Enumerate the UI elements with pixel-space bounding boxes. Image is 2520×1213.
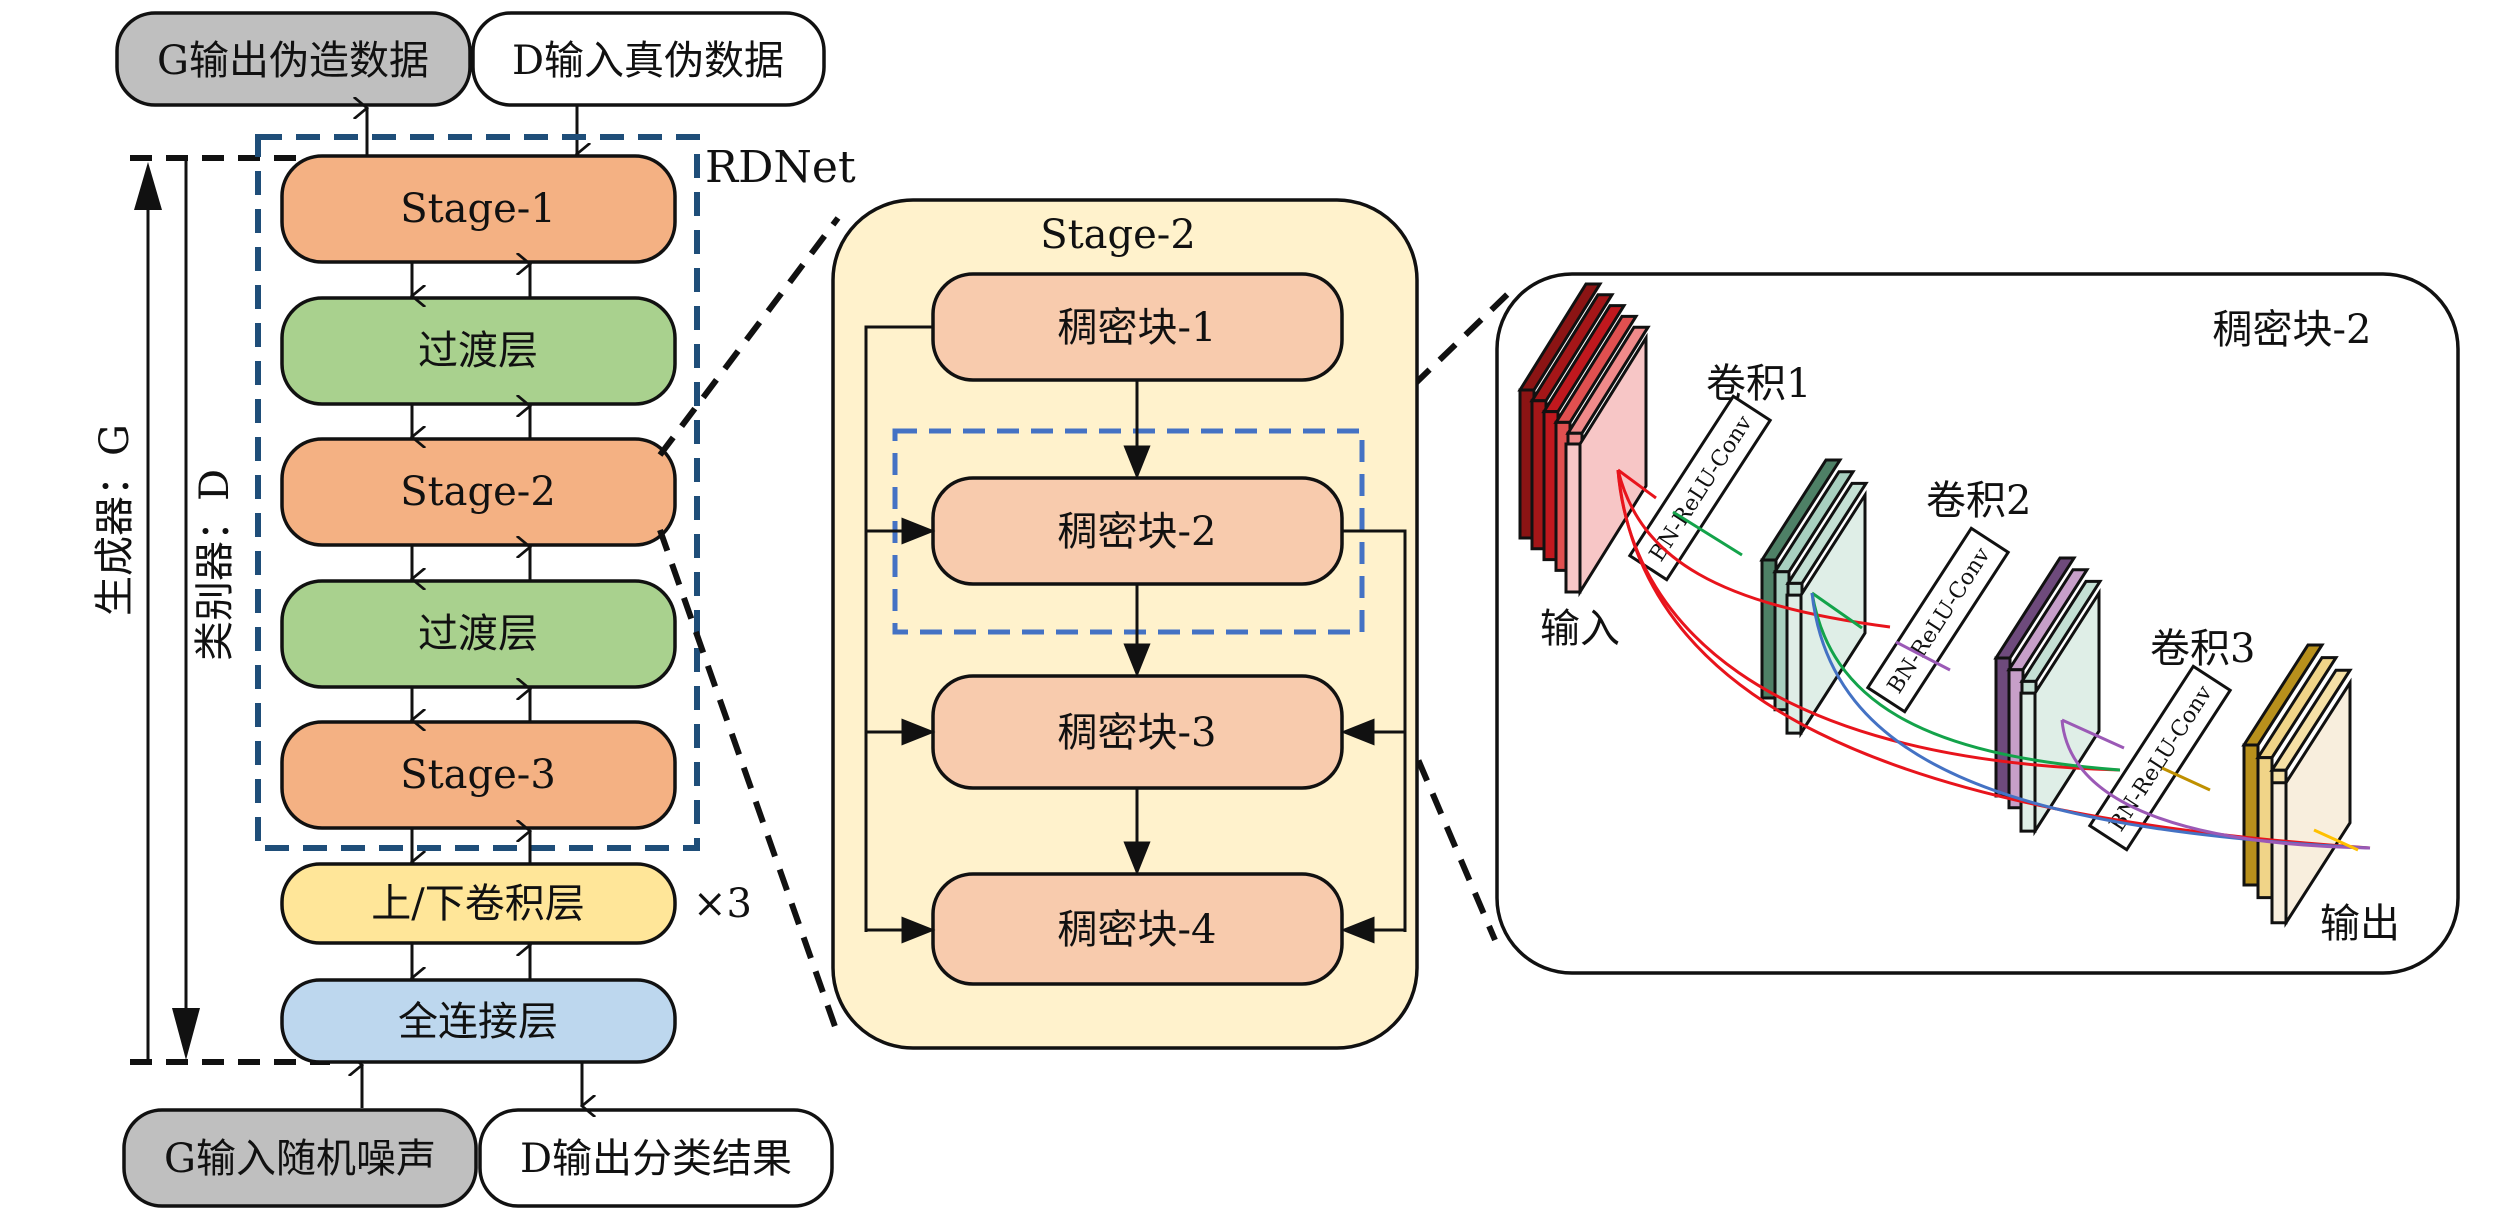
rdnet-layer-label: Stage-3 (400, 752, 556, 798)
fc-layer: 全连接层 (280, 978, 677, 1064)
rdnet-layer-5: Stage-3 (280, 720, 677, 830)
discriminator-arrow-down-icon (172, 1008, 200, 1060)
curve-input-to-conv2 (1616, 469, 1891, 629)
generator-label: 生成器：G (92, 424, 138, 616)
line-conv3-out (2161, 766, 2211, 792)
stage2-panel-title: Stage-2 (1040, 212, 1196, 258)
io-box-g-input: G输入随机噪声 (122, 1108, 478, 1208)
dense-connection-curves (1616, 468, 2371, 852)
conv1-feature-maps (1759, 458, 1869, 739)
curve-input-to-output (1616, 469, 2371, 850)
dense-block-3: 稠密块-3 (931, 674, 1344, 790)
dense-block-label: 稠密块-4 (1058, 907, 1217, 953)
rdnet-layer-label: Stage-2 (400, 469, 556, 515)
dense-connections (864, 325, 1407, 944)
curve-c1-to-output (1810, 592, 2371, 850)
line-conv2-out (1895, 640, 1951, 672)
rdnet-layer-2: 过渡层 (280, 296, 677, 406)
io-box-d-input: D输入真伪数据 (471, 11, 826, 107)
rdnet-layer-3: Stage-2 (280, 437, 677, 547)
line-conv1-out (1672, 510, 1743, 557)
conv-repeat-label: ×3 (693, 881, 752, 927)
conv2-feature-maps (1993, 556, 2103, 837)
input-label: 输入 (1540, 606, 1620, 652)
zoom-connector-stage2-top (657, 216, 841, 457)
rdnet-layer-label: 过渡层 (418, 328, 538, 374)
curve-c1-to-conv3 (1810, 592, 2121, 772)
curve-c1-to-conv2 (1811, 591, 1863, 630)
stage2-panel (831, 198, 1419, 1050)
io-label: D输出分类结果 (520, 1136, 792, 1182)
io-box-g-output: G输出伪造数据 (115, 11, 472, 107)
generator-arrow-up-icon (134, 162, 162, 210)
conv2-label: 卷积2 (1926, 478, 2031, 524)
zoom-connector-stage2-bottom (657, 529, 841, 1036)
io-box-d-output: D输出分类结果 (478, 1108, 834, 1208)
io-label: G输入随机噪声 (164, 1136, 436, 1182)
curve-c2-to-output (2060, 719, 2371, 850)
feature-map-stacks (1517, 282, 2353, 928)
conv-layer: 上/下卷积层 (280, 862, 677, 945)
rdnet-layer-stack: Stage-1 过渡层 Stage-2 过渡层 Stage-3 (280, 154, 677, 980)
rdnet-layer-label: Stage-1 (400, 186, 556, 232)
dense-block-1: 稠密块-1 (931, 272, 1344, 382)
dense-block-label: 稠密块-3 (1058, 710, 1217, 756)
io-label: G输出伪造数据 (157, 38, 429, 84)
rdnet-layer-1: Stage-1 (280, 154, 677, 264)
dense-detail-title: 稠密块-2 (2213, 307, 2372, 353)
skip-left-bus (864, 325, 933, 932)
dense-block-label: 稠密块-2 (1058, 509, 1217, 555)
dense-block-label: 稠密块-1 (1058, 305, 1217, 351)
rdnet-border (255, 134, 700, 851)
rdnet-layer-4: 过渡层 (280, 579, 677, 689)
discriminator-label: 类别器：D (192, 469, 238, 661)
conv-layer-label: 上/下卷积层 (371, 881, 584, 927)
curve-input-to-conv1 (1617, 468, 1657, 500)
curve-c2-to-conv3 (2061, 718, 2125, 750)
rdnet-layer-label: 过渡层 (418, 611, 538, 657)
conv3-label: 卷积3 (2150, 626, 2255, 672)
input-feature-maps (1517, 282, 1651, 598)
line-output-tail (2313, 828, 2359, 852)
rdnet-label: RDNet (705, 142, 856, 193)
fc-layer-label: 全连接层 (398, 999, 558, 1045)
output-feature-maps (2241, 643, 2353, 928)
dense-block-2: 稠密块-2 (931, 476, 1344, 586)
dense-block-4: 稠密块-4 (931, 872, 1344, 986)
output-label: 输出 (2320, 901, 2400, 947)
io-label: D输入真伪数据 (512, 38, 784, 84)
skip-right-bus (1342, 529, 1407, 932)
conv1-label: 卷积1 (1706, 361, 1811, 407)
dense-block-stack: 稠密块-1 稠密块-2 稠密块-3 稠密块-4 (931, 272, 1344, 986)
